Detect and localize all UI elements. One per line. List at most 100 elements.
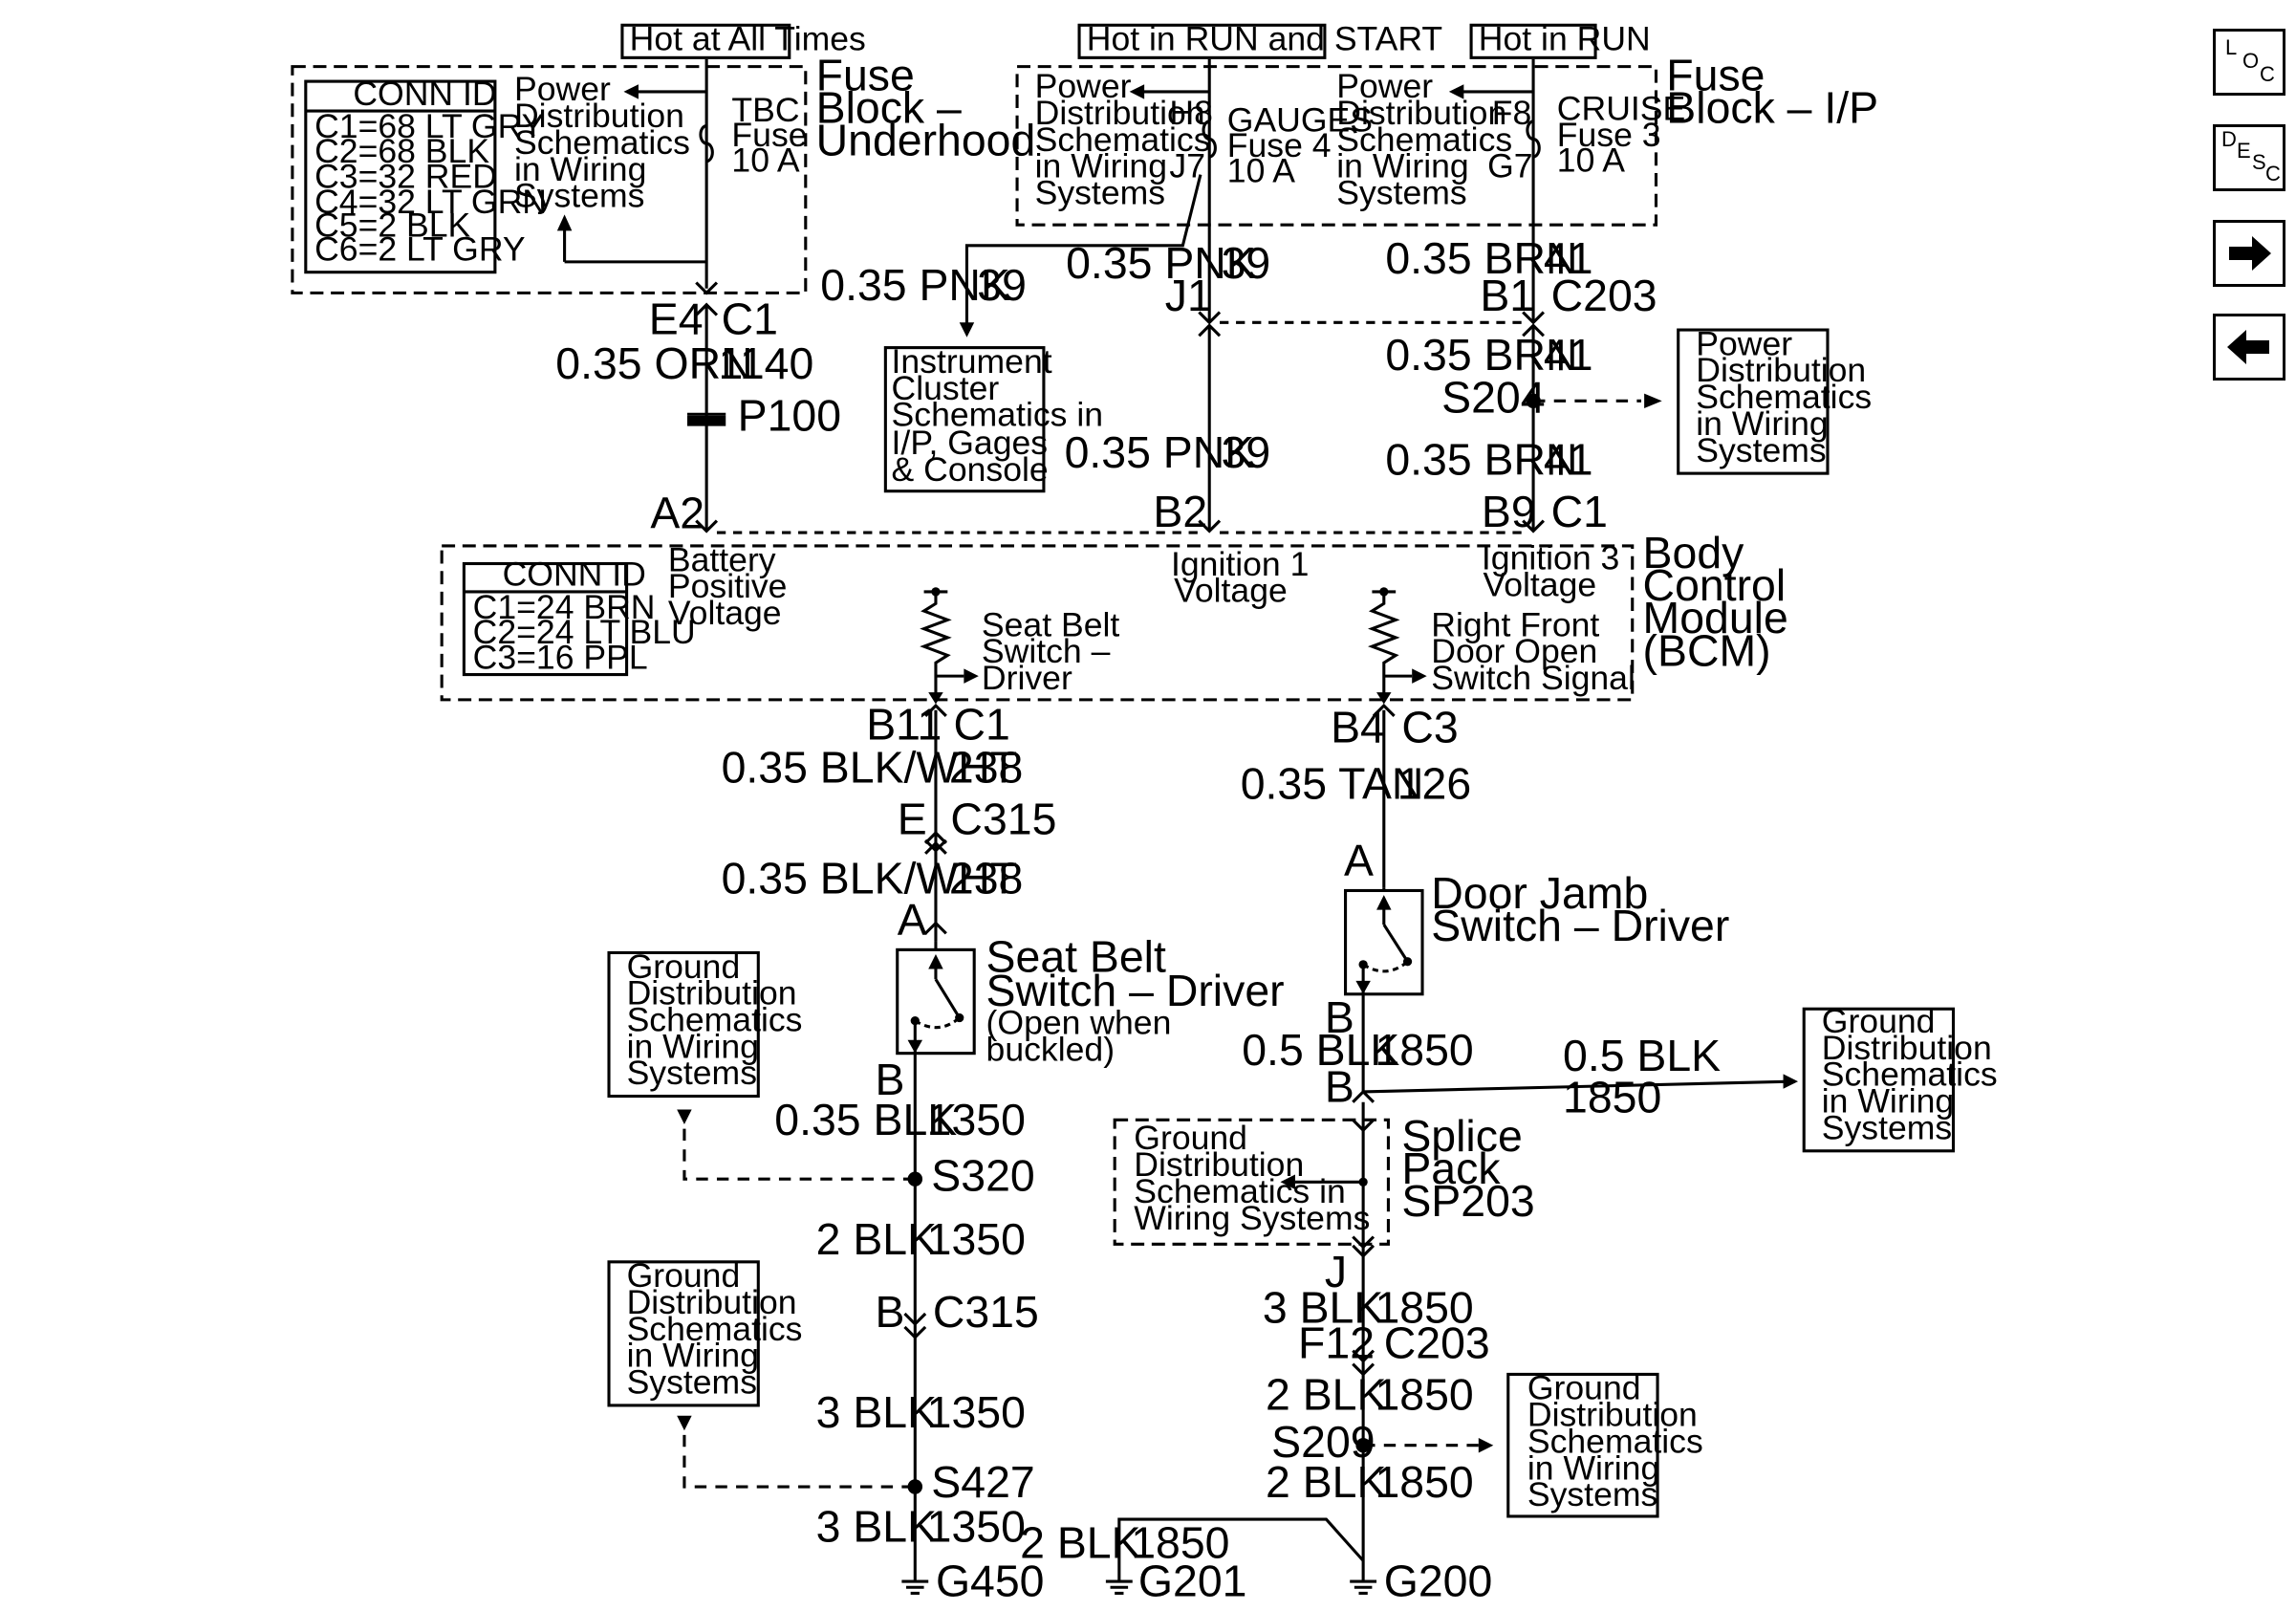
connector-pin-b: B xyxy=(876,1055,905,1104)
desc-letter-e: E xyxy=(2237,139,2251,163)
svg-text:Fuse 4: Fuse 4 xyxy=(1227,126,1332,164)
svg-text:Block –: Block – xyxy=(816,82,962,132)
svg-text:Door Open: Door Open xyxy=(1431,632,1597,670)
svg-text:C1=24 BRN: C1=24 BRN xyxy=(473,588,656,626)
svg-text:Systems: Systems xyxy=(514,177,644,215)
svg-text:Underhood: Underhood xyxy=(816,115,1036,164)
svg-text:Ignition 3: Ignition 3 xyxy=(1482,539,1619,577)
svg-text:Schematics: Schematics xyxy=(1822,1056,1998,1094)
svg-text:C2=24 LT BLU: C2=24 LT BLU xyxy=(473,613,696,651)
connector-a2: A2 xyxy=(650,488,704,537)
svg-text:Driver: Driver xyxy=(982,659,1072,697)
wire-label: 2 BLK xyxy=(1266,1370,1386,1420)
svg-text:GAUGES: GAUGES xyxy=(1227,101,1373,140)
svg-text:G7: G7 xyxy=(1487,147,1532,185)
next-button[interactable] xyxy=(2213,220,2285,287)
svg-text:Ground: Ground xyxy=(1527,1369,1641,1407)
svg-text:Schematics: Schematics xyxy=(1336,120,1512,159)
svg-text:Power: Power xyxy=(1035,67,1132,105)
svg-text:in Wiring: in Wiring xyxy=(627,1337,759,1375)
svg-text:Systems: Systems xyxy=(1336,174,1466,212)
svg-text:in Wiring: in Wiring xyxy=(1822,1082,1954,1121)
svg-text:J7: J7 xyxy=(1169,147,1205,185)
svg-text:Positive: Positive xyxy=(668,567,788,605)
svg-text:Switch Signal: Switch Signal xyxy=(1431,659,1635,697)
svg-text:Voltage: Voltage xyxy=(1174,572,1288,610)
wire-circuit: 1350 xyxy=(927,1501,1026,1551)
connector-b9: B9 xyxy=(1482,487,1536,536)
splice-s320: S320 xyxy=(931,1151,1034,1201)
ground-g450: G450 xyxy=(936,1557,1045,1606)
svg-text:Battery: Battery xyxy=(668,540,776,578)
wire-circuit: 41 xyxy=(1544,330,1593,380)
wire-label: 0.5 BLK xyxy=(1563,1031,1721,1080)
svg-text:Systems: Systems xyxy=(627,1363,757,1402)
svg-text:Fuse 3: Fuse 3 xyxy=(1557,116,1661,154)
body-control-module: Body Control Module (BCM) CONN ID C1=24 … xyxy=(473,528,1788,697)
svg-text:Switch – Driver: Switch – Driver xyxy=(1431,901,1729,950)
svg-text:in Wiring: in Wiring xyxy=(627,1027,759,1065)
wire-label: 0.35 PNK xyxy=(820,260,1010,310)
connector-p100: P100 xyxy=(738,390,841,440)
hot-all-times-label: Hot at All Times xyxy=(630,20,866,58)
wire-label: 3 BLK xyxy=(816,1501,937,1551)
svg-text:C1=68 LT GRY: C1=68 LT GRY xyxy=(314,107,544,145)
connector-c3: C3 xyxy=(1401,703,1458,752)
loc-letter-c: C xyxy=(2260,62,2275,86)
wire-circuit: 39 xyxy=(1222,238,1271,288)
svg-text:Cluster: Cluster xyxy=(892,369,1000,407)
svg-text:C3=32 RED: C3=32 RED xyxy=(314,158,497,196)
svg-text:Schematics: Schematics xyxy=(1035,120,1211,159)
hot-run-label: Hot in RUN xyxy=(1479,20,1651,58)
power-distribution-reference: Power Distribution Schematics in Wiring … xyxy=(1696,324,1872,468)
svg-text:C2=68 BLK: C2=68 BLK xyxy=(314,132,489,170)
svg-text:Voltage: Voltage xyxy=(668,594,782,632)
connector-f12: F12 xyxy=(1298,1317,1375,1367)
previous-button[interactable] xyxy=(2213,314,2285,381)
connector-b: B xyxy=(876,1287,905,1337)
svg-text:Systems: Systems xyxy=(1696,431,1826,469)
svg-text:Ground: Ground xyxy=(627,947,741,986)
desc-letter-d: D xyxy=(2221,127,2237,151)
svg-text:Switch –: Switch – xyxy=(982,632,1111,670)
location-button[interactable]: L O C xyxy=(2213,29,2285,96)
svg-text:E4: E4 xyxy=(649,294,704,344)
wire-label: 0.35 BRN xyxy=(1385,330,1577,380)
svg-text:Block – I/P: Block – I/P xyxy=(1666,82,1878,132)
description-button[interactable]: D E S C xyxy=(2213,124,2285,191)
svg-text:H8: H8 xyxy=(1169,94,1212,132)
wire-circuit: 1850 xyxy=(1375,1025,1474,1075)
wire-label: 2 BLK xyxy=(1266,1457,1386,1507)
wire-circuit: 1850 xyxy=(1563,1073,1661,1122)
loc-letter-l: L xyxy=(2225,35,2238,59)
wire-circuit: 1850 xyxy=(1375,1282,1474,1332)
svg-text:Power: Power xyxy=(1336,67,1433,105)
svg-text:Distribution: Distribution xyxy=(627,974,797,1012)
svg-text:Distribution: Distribution xyxy=(1822,1029,1992,1067)
wire-label: 0.5 BLK xyxy=(1242,1025,1399,1075)
conn-id-header: CONN ID xyxy=(353,75,496,113)
svg-text:C6=2 LT GRY: C6=2 LT GRY xyxy=(314,229,526,268)
svg-text:(Open when: (Open when xyxy=(986,1004,1172,1042)
svg-text:Ground: Ground xyxy=(1134,1119,1247,1157)
connector-pin-a: A xyxy=(1344,836,1374,885)
svg-text:Voltage: Voltage xyxy=(1483,566,1596,604)
connector-b2: B2 xyxy=(1153,487,1207,536)
svg-text:10 A: 10 A xyxy=(1227,151,1295,189)
wire-label: 2 BLK xyxy=(816,1214,937,1264)
svg-text:Instrument: Instrument xyxy=(892,342,1052,381)
connector-c203: C203 xyxy=(1384,1317,1490,1367)
svg-text:TBC: TBC xyxy=(731,91,799,129)
svg-text:Wiring Systems: Wiring Systems xyxy=(1134,1199,1370,1237)
svg-text:Systems: Systems xyxy=(1527,1475,1657,1513)
svg-text:I/P, Gages: I/P, Gages xyxy=(892,424,1049,462)
svg-text:in Wiring: in Wiring xyxy=(1527,1448,1659,1487)
instrument-cluster-reference: Instrument Cluster Schematics in I/P, Ga… xyxy=(892,342,1103,489)
wire-circuit: 1350 xyxy=(927,1095,1026,1144)
svg-text:CRUISE: CRUISE xyxy=(1557,89,1685,127)
svg-text:C5=2 BLK: C5=2 BLK xyxy=(314,207,470,245)
svg-text:Distribution: Distribution xyxy=(1134,1145,1304,1184)
svg-text:10 A: 10 A xyxy=(1557,141,1625,179)
svg-text:Ignition 1: Ignition 1 xyxy=(1171,545,1309,583)
wire-label: 0.35 BLK/WHT xyxy=(722,743,1017,793)
